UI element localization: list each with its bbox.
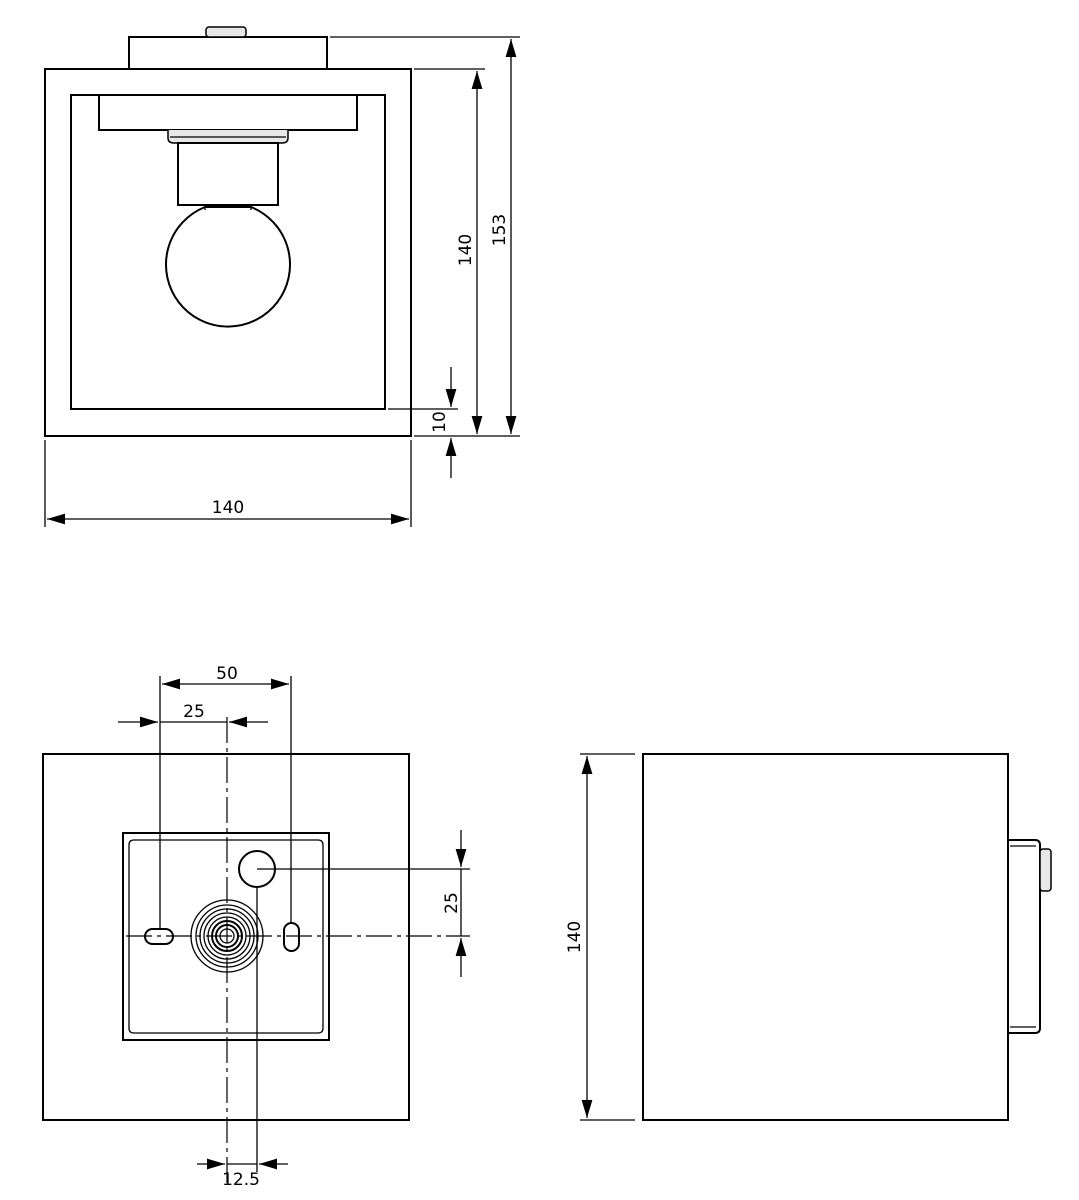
- bottom-outer-square: [42, 753, 410, 1121]
- side-mount-plate: [1008, 839, 1041, 1034]
- side-body: [642, 753, 1009, 1121]
- front-outer-frame: [44, 68, 412, 437]
- dim-side-height: 140: [565, 921, 585, 953]
- lamp-bulb: [165, 206, 291, 328]
- front-view: [44, 26, 412, 437]
- bottom-view: [42, 717, 470, 1185]
- side-dimensions: 140: [565, 753, 635, 1121]
- bottom-dimensions: 50 25 25 12.5: [118, 664, 470, 1190]
- front-top-bar: [98, 94, 358, 131]
- dim-cable-offset-horizontal: 12.5: [222, 1170, 260, 1190]
- dim-cable-offset-vertical: 25: [442, 892, 462, 914]
- dim-overall-height: 153: [490, 214, 510, 246]
- dim-front-height: 140: [456, 234, 476, 266]
- side-view: [642, 753, 1052, 1121]
- dim-hole-spacing: 50: [216, 664, 238, 684]
- lamp-socket: [177, 142, 279, 206]
- dim-front-width: 140: [212, 498, 244, 518]
- mount-slot-right: [283, 922, 300, 952]
- dim-frame-thickness: 10: [430, 411, 450, 433]
- side-mount-knob: [1039, 848, 1052, 892]
- front-mount-plate: [128, 36, 328, 70]
- front-mount-knob: [205, 26, 247, 38]
- front-dimensions: 140 140 153 10: [44, 36, 520, 527]
- bottom-mount-plate-inner: [128, 839, 324, 1034]
- dim-hole-offset: 25: [183, 702, 205, 722]
- bulb-neck: [204, 205, 252, 210]
